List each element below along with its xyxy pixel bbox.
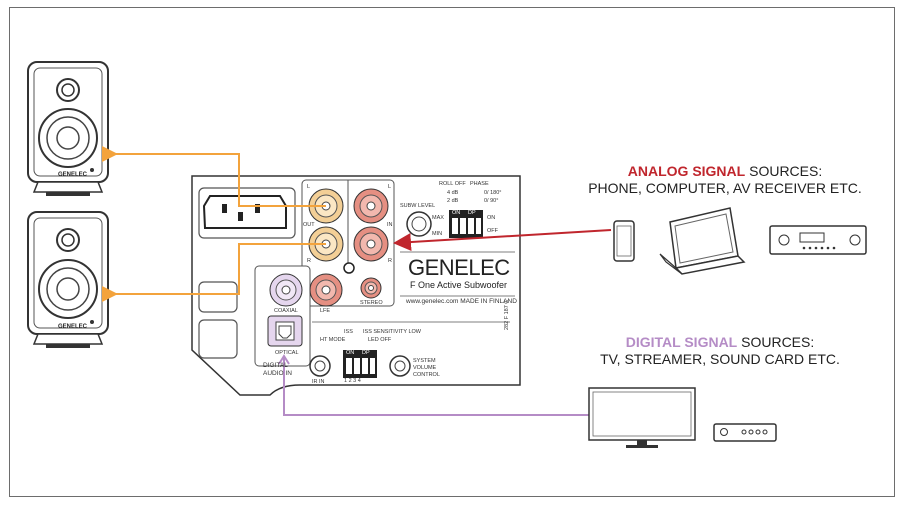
label-lfe: LFE [320, 308, 331, 314]
laptop-icon [659, 207, 746, 275]
dip-switch-lower [343, 350, 377, 378]
ir-in-jack [309, 355, 331, 377]
label-out: OUT [303, 222, 315, 228]
analog-title-strong: ANALOG SIGNAL [627, 163, 746, 179]
label-stereo: STEREO [360, 300, 383, 306]
optical-port [267, 315, 303, 347]
label-digital: DIGITAL [263, 362, 288, 369]
label-subw-level: SUBW LEVEL [400, 203, 436, 209]
speaker-top-logo: GENELEC [58, 172, 88, 178]
digital-title: DIGITAL SIGNAL SOURCES: [555, 334, 885, 351]
red-cable-analog [393, 229, 612, 252]
dip-lower-nums: 1 2 3 4 [344, 378, 361, 384]
label-audio-in: AUDIO IN [263, 370, 292, 377]
label-out-r: R [307, 258, 311, 264]
panel-footer: www.genelec.com MADE IN FINLAND [406, 298, 517, 305]
label-max: MAX [432, 215, 444, 221]
tv-icon [588, 387, 696, 448]
label-iss-sensitivity: ISS SENSITIVITY LOW [363, 329, 421, 335]
label-2db: 2 dB [447, 198, 459, 204]
label-180: 0/ 180° [484, 190, 502, 196]
dip-lower-dp: DP [362, 350, 370, 356]
speaker-bottom-logo: GENELEC [58, 324, 88, 330]
label-in-l: L [388, 184, 392, 190]
av-receiver-icon [769, 225, 867, 255]
rca-in-r [353, 226, 389, 262]
label-off: OFF [487, 228, 498, 234]
rca-lfe [309, 273, 343, 307]
label-volume: VOLUME [413, 365, 437, 371]
panel-brand: GENELEC [408, 255, 510, 280]
label-min: MIN [432, 231, 443, 237]
speaker-bottom [27, 211, 109, 348]
system-volume-jack [389, 355, 411, 377]
ground-screw [343, 262, 355, 274]
dip-lower-on: ON [346, 350, 355, 356]
digital-title-rest: SOURCES: [737, 334, 815, 350]
label-out-l: L [307, 184, 311, 190]
label-4db: 4 dB [447, 190, 459, 196]
orange-cable-top [102, 146, 326, 207]
stereo-jack [360, 277, 382, 299]
phone-icon [613, 220, 635, 262]
analog-title-rest: SOURCES: [745, 163, 823, 179]
label-on: ON [487, 215, 496, 221]
label-in-r: R [388, 258, 392, 264]
purple-cable-digital [278, 354, 589, 416]
label-ht-mode: HT MODE [320, 337, 346, 343]
label-control: CONTROL [413, 372, 440, 378]
label-iss: ISS [344, 329, 353, 335]
label-roll-off: ROLL OFF [439, 181, 466, 187]
panel-serial: 282 F 187 C [504, 299, 510, 330]
streamer-icon [713, 423, 777, 442]
orange-cable-bottom [102, 243, 326, 302]
label-optical: OPTICAL [275, 350, 299, 356]
subw-level-knob [406, 211, 432, 237]
label-90: 0/ 90° [484, 198, 499, 204]
dip-upper-on: ON [452, 210, 461, 216]
label-led-off: LED OFF [368, 337, 392, 343]
label-coaxial: COAXIAL [274, 308, 298, 314]
rca-coaxial [269, 273, 303, 307]
digital-title-strong: DIGITAL SIGNAL [625, 334, 738, 350]
label-phase: PHASE [470, 181, 489, 187]
diagram-frame [9, 7, 895, 497]
digital-subtitle: TV, STREAMER, SOUND CARD ETC. [600, 351, 840, 367]
label-in: IN [387, 222, 393, 228]
label-ir-in: IR IN [312, 379, 325, 385]
rca-in-l [353, 188, 389, 224]
dip-upper-dp: DP [468, 210, 476, 216]
analog-title: ANALOG SIGNAL SOURCES: [560, 163, 890, 180]
dip-switch-upper [449, 210, 483, 238]
label-system: SYSTEM [413, 358, 436, 364]
panel-model: F One Active Subwoofer [410, 280, 508, 290]
analog-subtitle: PHONE, COMPUTER, AV RECEIVER ETC. [588, 180, 862, 196]
speaker-top [27, 61, 109, 196]
